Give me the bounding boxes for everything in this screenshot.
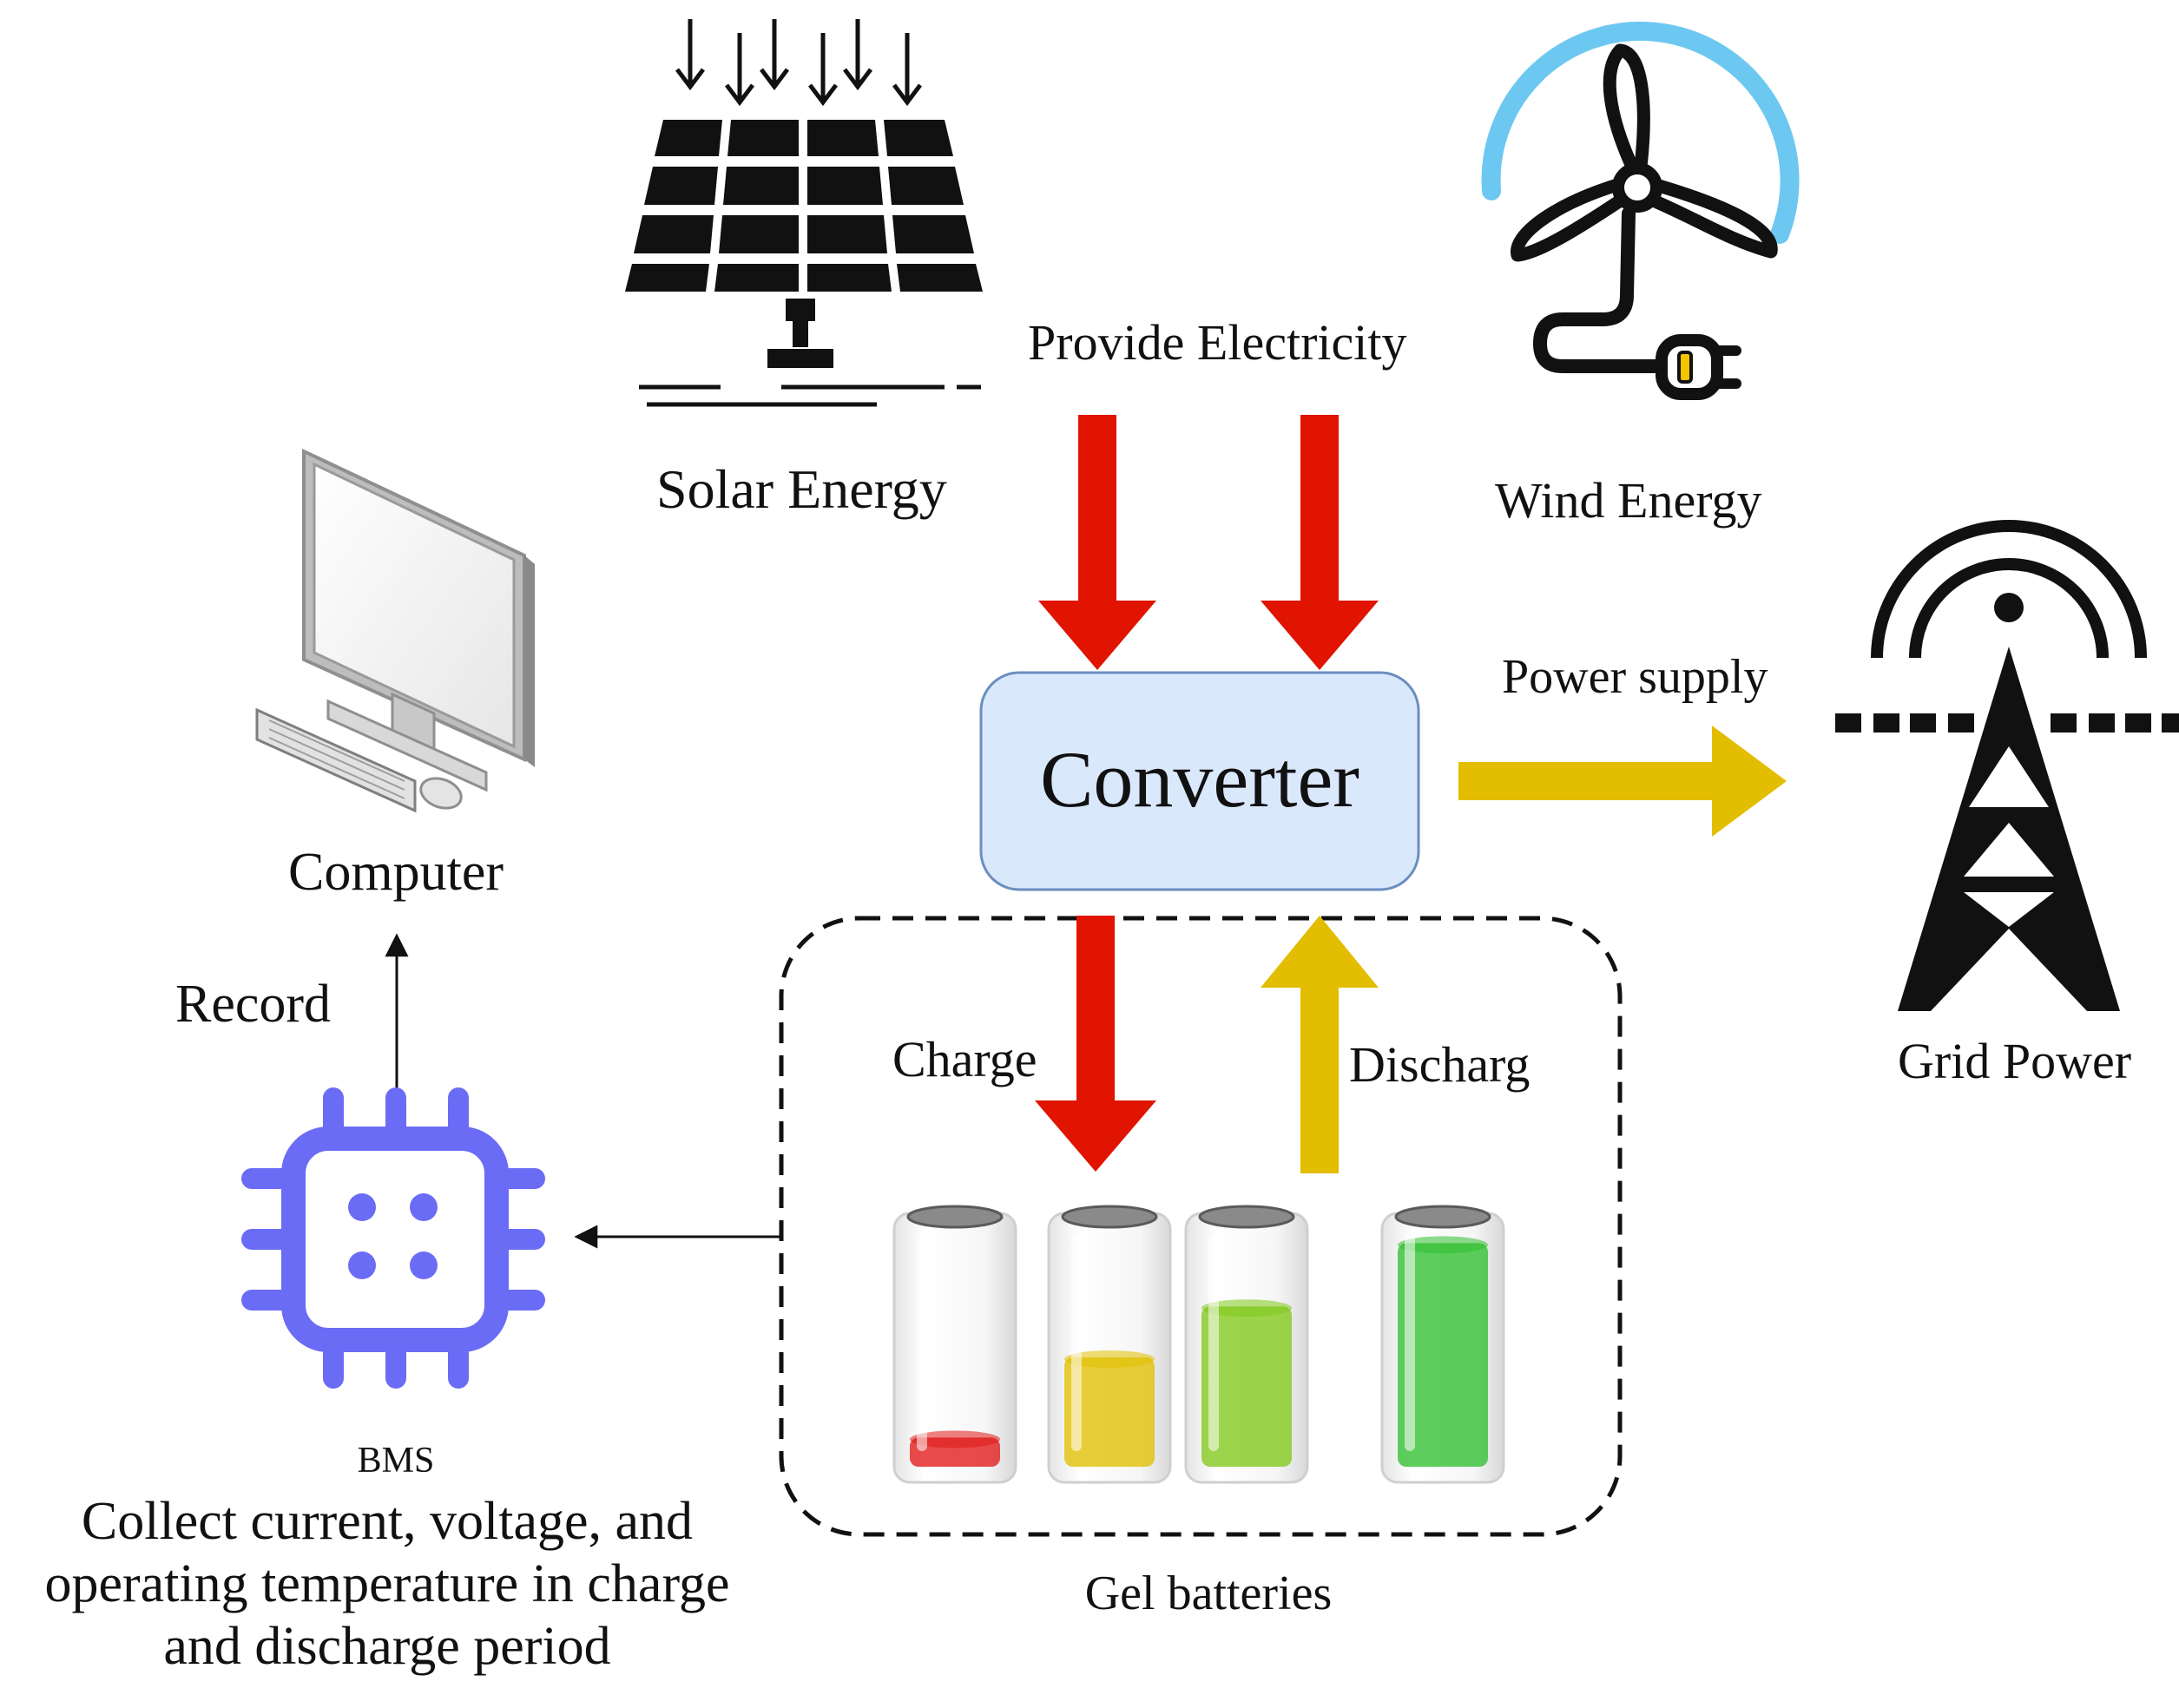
solar-energy-label: Solar Energy [656,458,947,520]
bms-label: BMS [357,1441,435,1481]
plug-icon [1656,334,1741,400]
battery-shine [1405,1234,1415,1451]
battery-charge-surface [1398,1236,1488,1254]
battery-charge-level [1398,1243,1488,1467]
battery-charge-surface [1064,1350,1155,1368]
battery-icon [1380,1205,1505,1484]
computer-icon [255,448,535,813]
battery-charge-level [1064,1357,1155,1467]
wind-arc [1481,21,1800,244]
bms-description: Collect current, voltage, and operating … [44,1492,730,1676]
battery-charge-surface [1201,1299,1292,1317]
discharge-label: Discharg [1349,1036,1531,1093]
grid-power-label: Grid Power [1898,1033,2132,1089]
wind-energy-label: Wind Energy [1495,472,1762,529]
battery-charge-level [1201,1306,1292,1467]
computer-label: Computer [288,843,504,902]
battery-shine [1208,1234,1219,1451]
wind-turbine-icon [1481,21,1800,400]
battery-shine [1071,1234,1082,1451]
battery-icon [892,1205,1017,1484]
record-label: Record [175,975,332,1034]
provide-electricity-label: Provide Electricity [1028,314,1407,371]
battery-cap [1198,1205,1295,1229]
provide-electricity-arrow-left [1038,415,1156,670]
battery-cap [1394,1205,1491,1229]
battery-shine [917,1234,927,1451]
solar-panel-stand [767,299,833,368]
gel-batteries-label: Gel batteries [1084,1567,1333,1620]
solar-panel-icon [625,19,983,407]
solar-panel-grid [625,120,983,292]
power-supply-label: Power supply [1502,650,1768,704]
converter-label: Converter [1040,735,1359,824]
battery-icon [1047,1205,1172,1484]
solar-ground-lines [639,384,981,407]
gel-batteries-group [779,916,1623,1537]
sunlight-arrows [675,19,922,107]
converter-box[interactable] [979,671,1420,891]
charge-arrow [1035,916,1156,1172]
batteries-layer [892,1205,1505,1484]
discharge-arrow [1261,916,1379,1173]
battery-charge-surface [910,1430,1000,1449]
battery-cap [1061,1205,1158,1229]
charge-label: Charge [892,1031,1037,1087]
bms-chip-icon [241,1087,545,1389]
battery-cap [906,1205,1004,1229]
battery-icon [1184,1205,1309,1484]
power-supply-arrow [1458,726,1787,837]
transmission-tower-icon [1835,520,2179,1011]
provide-electricity-arrow-right [1261,415,1379,670]
power-lines-dashed [1835,713,2179,732]
